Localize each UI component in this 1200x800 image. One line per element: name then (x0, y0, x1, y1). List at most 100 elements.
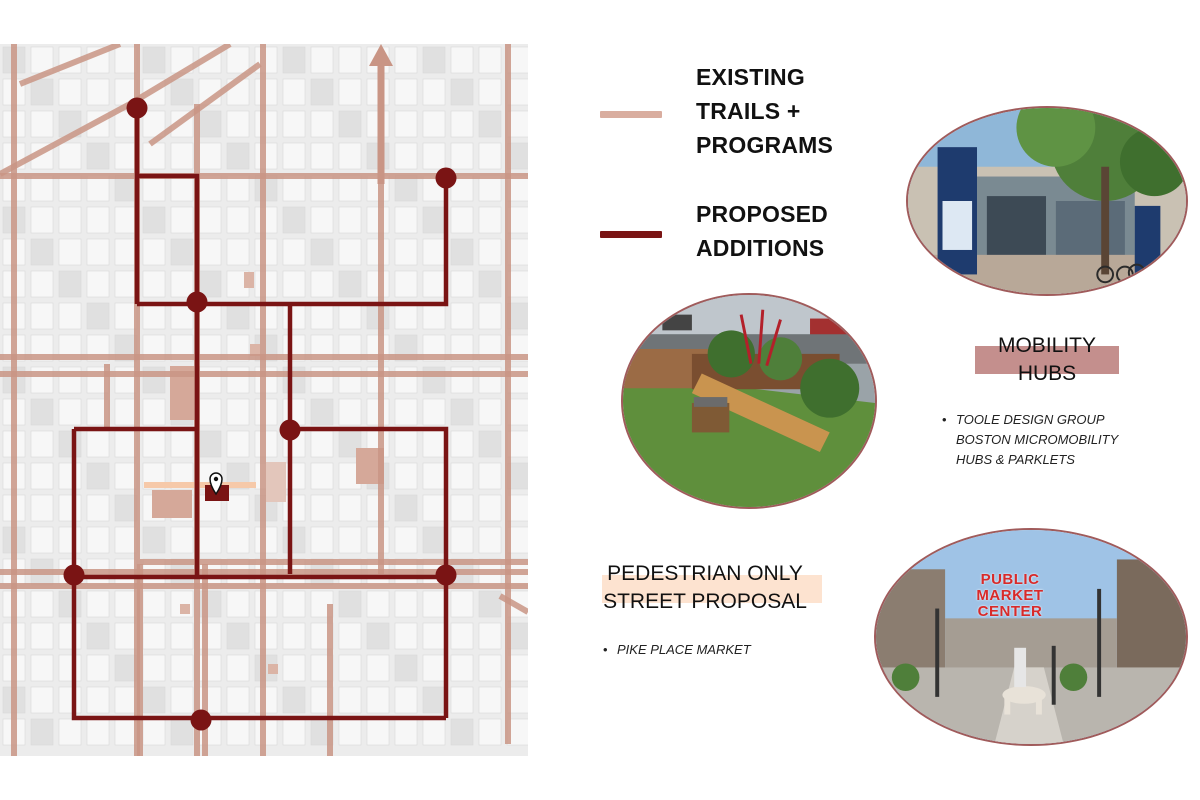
city-block (58, 622, 82, 650)
city-block (30, 462, 54, 490)
city-block (142, 206, 166, 234)
city-block (478, 302, 502, 330)
city-block (170, 718, 194, 746)
city-block (170, 526, 194, 554)
city-block (450, 494, 474, 522)
mobility-hub-nodes (63, 97, 457, 731)
city-block (422, 462, 446, 490)
city-block (170, 238, 194, 266)
legend-existing-label: EXISTING TRAILS + PROGRAMS (696, 64, 834, 158)
city-block (422, 654, 446, 682)
city-block (450, 590, 474, 618)
city-block (58, 654, 82, 682)
city-block (394, 430, 418, 458)
city-block (114, 366, 138, 394)
city-block (394, 494, 418, 522)
mobility-hub-node (126, 97, 148, 119)
city-block (450, 206, 474, 234)
city-block (478, 46, 502, 74)
pike-place-market-photo: PUBLIC MARKET CENTER (874, 528, 1188, 746)
mobility-hubs-highlight (975, 346, 1119, 374)
city-block (226, 494, 250, 522)
city-block (226, 398, 250, 426)
bike-share-station-photo (906, 106, 1188, 296)
city-block (282, 78, 306, 106)
city-block (338, 78, 362, 106)
city-block (58, 686, 82, 714)
city-block (226, 718, 250, 746)
city-block (30, 398, 54, 426)
city-block (338, 526, 362, 554)
city-block (310, 430, 334, 458)
city-block (58, 462, 82, 490)
market-sign: PUBLIC MARKET CENTER (976, 571, 1044, 620)
city-block (30, 526, 54, 554)
city-block (226, 686, 250, 714)
city-block (58, 238, 82, 266)
city-block (338, 366, 362, 394)
city-block (30, 654, 54, 682)
city-block (86, 462, 110, 490)
city-block (478, 366, 502, 394)
city-block (394, 46, 418, 74)
city-block (226, 622, 250, 650)
city-block (310, 270, 334, 298)
city-block (282, 686, 306, 714)
city-block (422, 270, 446, 298)
city-block (282, 462, 306, 490)
city-block (142, 46, 166, 74)
city-block (58, 366, 82, 394)
parklet-photo (621, 293, 877, 509)
city-block (142, 270, 166, 298)
city-block (310, 494, 334, 522)
city-block (338, 622, 362, 650)
city-block (30, 686, 54, 714)
city-block (450, 462, 474, 490)
city-block (30, 206, 54, 234)
city-block (170, 78, 194, 106)
mobility-hub-node (435, 167, 457, 189)
city-block (58, 270, 82, 298)
city-block (114, 430, 138, 458)
city-block (198, 238, 222, 266)
city-block (226, 110, 250, 138)
city-block (338, 398, 362, 426)
city-block (114, 494, 138, 522)
city-block (198, 430, 222, 458)
city-block (282, 302, 306, 330)
city-block (422, 686, 446, 714)
city-block (30, 590, 54, 618)
city-block (450, 526, 474, 554)
city-block (310, 78, 334, 106)
city-block (58, 494, 82, 522)
city-block (366, 622, 390, 650)
city-block (478, 462, 502, 490)
city-block (338, 718, 362, 746)
city-block (366, 686, 390, 714)
city-block (30, 78, 54, 106)
mobility-hub-node (63, 564, 85, 586)
city-block (86, 494, 110, 522)
city-block (30, 270, 54, 298)
city-block (478, 110, 502, 138)
city-block (170, 686, 194, 714)
city-block (478, 398, 502, 426)
city-block (478, 430, 502, 458)
city-block (226, 46, 250, 74)
city-block (198, 110, 222, 138)
city-block (282, 654, 306, 682)
legend-proposed-label: PROPOSED ADDITIONS (696, 201, 828, 261)
legend-proposed-swatch (600, 231, 662, 238)
city-block (422, 590, 446, 618)
city-block (310, 366, 334, 394)
city-block (226, 430, 250, 458)
city-block (450, 654, 474, 682)
city-block (450, 270, 474, 298)
city-block (394, 622, 418, 650)
city-block (310, 110, 334, 138)
city-block (394, 654, 418, 682)
city-block (422, 46, 446, 74)
city-block (338, 686, 362, 714)
city-block (422, 718, 446, 746)
city-block (422, 398, 446, 426)
